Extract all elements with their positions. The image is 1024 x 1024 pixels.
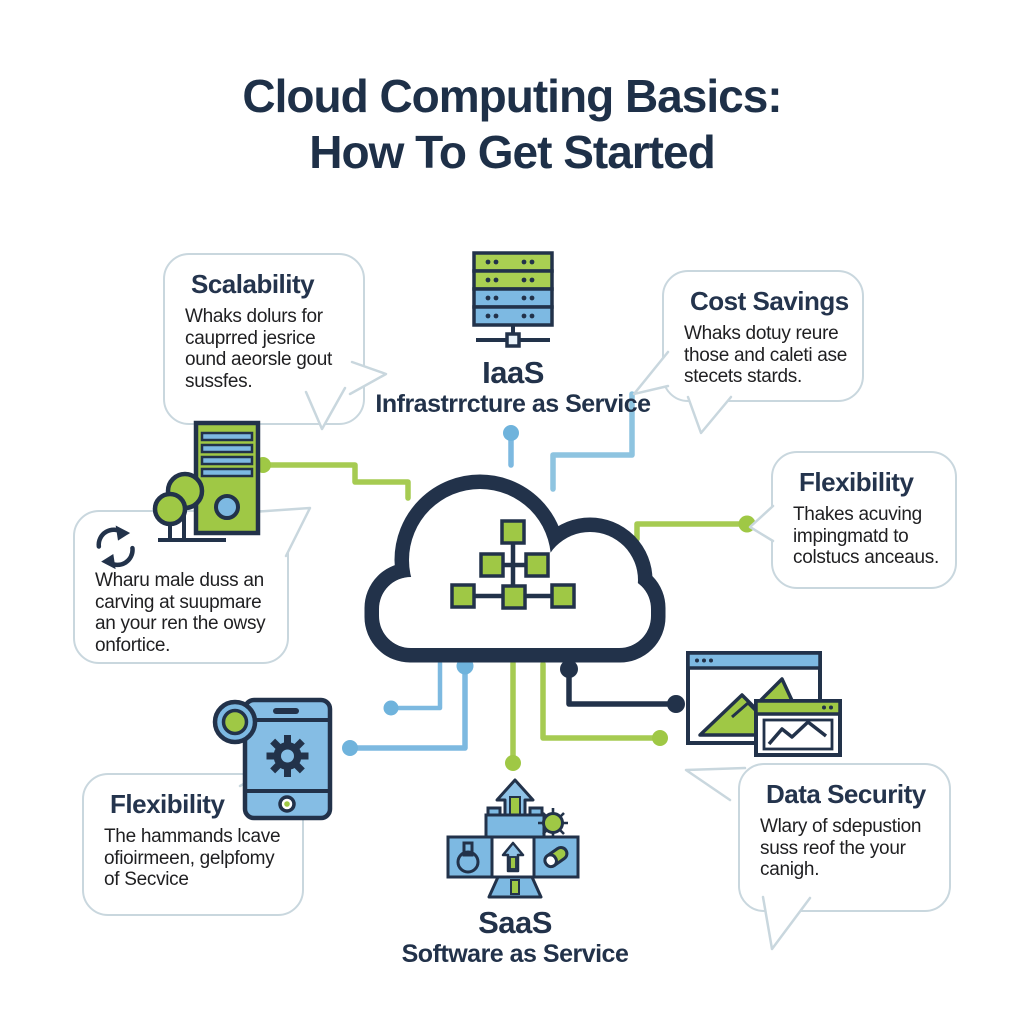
bubble-data-security: Data Security Wlary of sdepustion suss r… (738, 763, 951, 912)
page-title: Cloud Computing Basics: How To Get Start… (0, 68, 1024, 180)
bubble-data-security-title: Data Security (766, 779, 926, 809)
bubble-scalability-title: Scalability (191, 269, 315, 299)
cloud-network-icon (364, 474, 666, 663)
bubble-flexibility-right: Flexibility Thakes acuving impingmatd to… (771, 451, 957, 589)
title-line-2: How To Get Started (309, 126, 715, 179)
bubble-flexibility-bottom-body: The hammands lcave ofioirmeen, gelpfomy … (104, 826, 281, 891)
title-line-1: Cloud Computing Basics: (242, 70, 782, 122)
iaas-label: IaaS (482, 355, 544, 390)
bubble-data-security-body: Wlary of sdepustion suss reof the your c… (760, 816, 922, 881)
iaas-sublabel: Infrastrrcture as Service (375, 390, 651, 418)
bubble-scalability: Scalability Whaks dolurs for cauprred je… (163, 253, 365, 425)
phone-gear-icon (212, 697, 333, 821)
saas-platform-icon (446, 778, 580, 899)
sync-arrows-icon (96, 525, 135, 570)
bubble-cost-savings: Cost Savings Whaks dotuy reure those and… (662, 270, 864, 402)
server-rack-icon (472, 251, 554, 348)
bubble-flexibility-right-title: Flexibility (799, 467, 914, 497)
saas-label: SaaS (478, 905, 552, 940)
bubble-flexibility-right-body: Thakes acuving impingmatd to colstucs an… (793, 504, 939, 569)
bubble-scalability-body: Whaks dolurs for cauprred jesrice ound a… (185, 306, 333, 392)
browser-charts-icon (686, 651, 842, 757)
saas-sublabel: Software as Service (401, 940, 629, 968)
bubble-cost-savings-title: Cost Savings (690, 286, 849, 316)
server-tower-icon (152, 420, 261, 542)
bubble-cost-savings-body: Whaks dotuy reure those and caleti ase s… (684, 323, 848, 388)
bubble-cloud-note-body: Wharu male duss an carving at suupmare a… (95, 570, 266, 656)
bubble-flexibility-bottom-title: Flexibility (110, 789, 225, 819)
